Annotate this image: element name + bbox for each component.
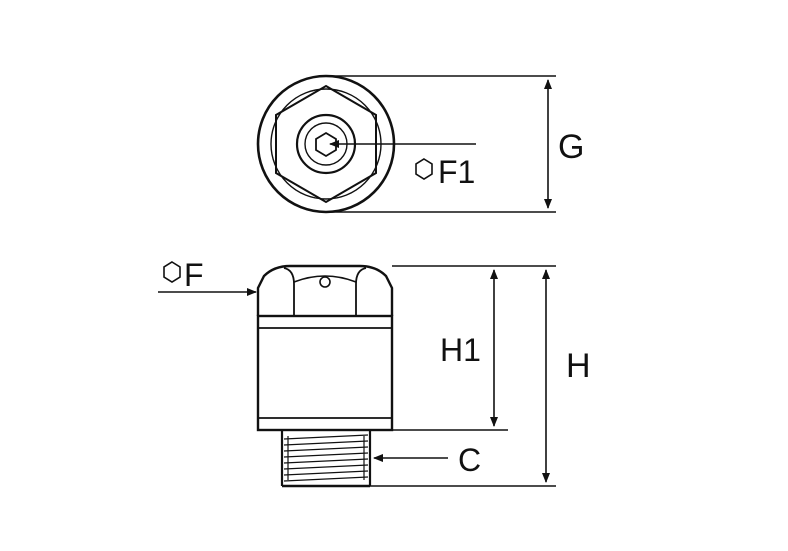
side-view: [158, 264, 556, 488]
side-view-vent-hole: [319, 276, 331, 288]
thread-line: [283, 434, 369, 440]
f1-hexagon-icon: [415, 158, 433, 180]
side-view-hex-chamfer-arc: [293, 275, 357, 283]
top-view-hex-outline: [275, 84, 377, 204]
side-view-hex-face-left: [283, 267, 295, 316]
thread-line: [283, 470, 369, 476]
side-view-hex-face-right: [355, 267, 367, 316]
side-view-hex-head: [256, 264, 394, 316]
thread-line: [283, 476, 369, 482]
h1-label: H1: [440, 332, 481, 368]
top-view: [256, 74, 556, 214]
thread-line: [283, 446, 369, 452]
top-view-hex-socket: [315, 131, 337, 158]
side-view-body: [256, 314, 394, 432]
side-view-thread: [280, 430, 372, 488]
thread-line: [283, 440, 369, 446]
c-label: C: [458, 442, 481, 478]
thread-line: [283, 458, 369, 464]
f-hexagon-icon: [163, 261, 181, 283]
f1-label: F1: [438, 154, 475, 190]
f-label: F: [184, 257, 204, 293]
h-label: H: [566, 347, 591, 385]
thread-line: [283, 464, 369, 470]
thread-line: [283, 452, 369, 458]
g-label: G: [558, 128, 584, 166]
